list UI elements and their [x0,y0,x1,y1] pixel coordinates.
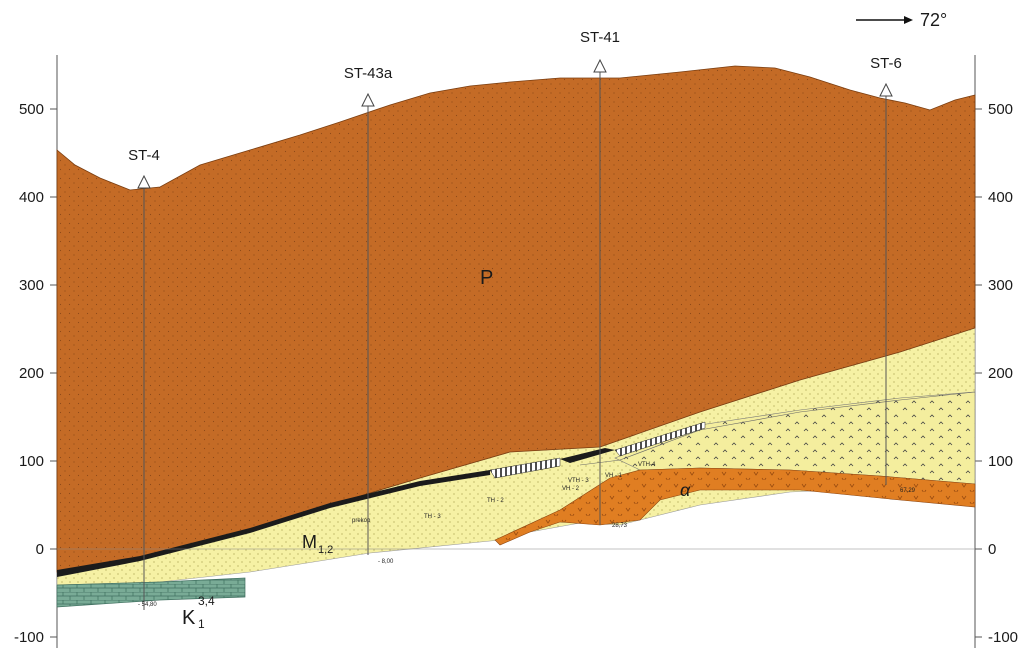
depth-label-st-41: 28,73 [612,523,628,529]
left-tick-label: 200 [19,365,44,382]
right-tick-label: 500 [988,101,1013,118]
well-label-st-4: ST-4 [128,147,160,164]
hatched-band [489,457,561,479]
right-tick-label: 400 [988,189,1013,206]
svg-text:1: 1 [198,617,205,631]
note-prekop: prekop [352,518,371,524]
svg-text:K: K [182,607,196,629]
coal-seam-upper [560,448,615,463]
coal-seam [57,470,490,577]
svg-text:3,4: 3,4 [198,594,215,608]
right-tick-label: 0 [988,541,996,558]
hatched-band-2 [614,421,706,457]
axis-ticks: 500 400 300 200 100 0 -100 500 400 300 200 100 0 -100 [14,101,1018,646]
label-vth3: VTH - 3 [568,478,589,484]
label-vh2: VH - 2 [562,486,580,492]
well-label-st-43a: ST-43a [344,65,393,82]
label-vh1: VH - 1 [605,473,623,479]
right-tick-label: -100 [988,629,1018,646]
well-label-st-41: ST-41 [580,29,620,46]
svg-text:1,2: 1,2 [318,544,333,556]
borehole-st-4 [137,174,151,610]
right-tick-label: 300 [988,277,1013,294]
orientation-indicator: 72° [856,10,947,30]
right-tick-label: 100 [988,453,1013,470]
unit-label-alpha: α [680,480,691,500]
left-tick-label: 500 [19,101,44,118]
left-tick-label: 300 [19,277,44,294]
label-th3: TH - 3 [424,514,441,520]
well-label-st-6: ST-6 [870,55,902,72]
depth-label-st-43a: - 8,00 [378,559,394,565]
unit-label-p: P [480,267,493,289]
contact-line [579,391,976,466]
unit-p-body [56,65,976,573]
azimuth-label: 72° [920,10,947,30]
right-tick-label: 200 [988,365,1013,382]
unit-alpha-body [494,467,976,546]
unit-k-body [56,577,246,608]
unit-label-k: K 3,4 1 [182,594,215,631]
svg-text:M: M [302,532,317,552]
unit-label-m12: M 1,2 [302,532,333,556]
left-tick-label: -100 [14,629,44,646]
label-vth4: VTH-4 [638,462,656,468]
depth-label-st-6: 67,29 [900,488,916,494]
left-tick-label: 100 [19,453,44,470]
depth-label-st-4: - 54,80 [138,602,157,608]
borehole-st-41 [593,58,607,525]
left-tick-label: 0 [36,541,44,558]
borehole-st-43a [361,92,375,555]
borehole-st-6 [879,82,893,485]
label-th2: TH - 2 [487,498,504,504]
left-tick-label: 400 [19,189,44,206]
